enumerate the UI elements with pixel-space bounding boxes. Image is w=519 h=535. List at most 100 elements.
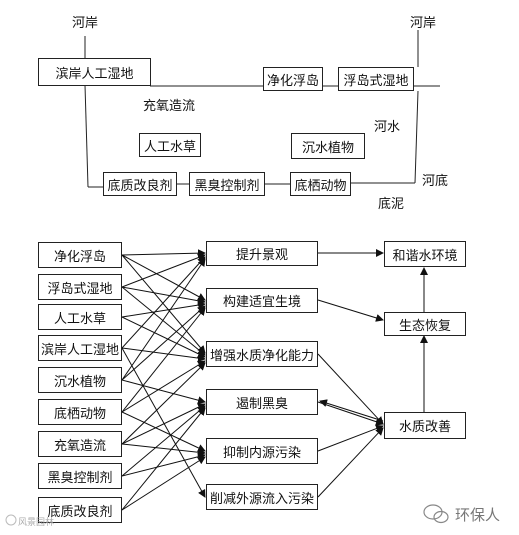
sediment-label: 底泥 (378, 197, 405, 212)
arrow-m1-e1 (121, 249, 206, 258)
outcome-label: 水质改善 (398, 420, 451, 435)
effect-box: 遏制黑臭 (206, 389, 318, 415)
effect-label: 削减外源流入污染 (209, 491, 314, 507)
arrow-m1-e3 (121, 254, 206, 354)
measure-label: 黑臭控制剂 (47, 470, 113, 486)
effect-box: 提升景观 (206, 241, 318, 266)
weibo-icon (5, 514, 17, 526)
top-box-label: 净化浮岛 (266, 73, 319, 89)
measure-box: 底质改良剂 (38, 497, 122, 523)
measure-effect-arrows (121, 249, 206, 511)
measure-box: 滨岸人工湿地 (38, 335, 122, 361)
arrow-m6-e5 (121, 411, 206, 452)
river-bottom-label: 河底 (422, 174, 449, 189)
effect-label: 抑制内源污染 (222, 445, 301, 461)
arrow-m4-e1 (121, 256, 206, 349)
measure-label: 底质改良剂 (47, 504, 113, 520)
watermark-text: 环保人 (455, 506, 501, 524)
arrow-m8-e4 (121, 405, 206, 477)
measure-box: 浮岛式湿地 (38, 274, 122, 300)
arrow-m7-e4 (121, 403, 206, 445)
effect-box: 增强水质净化能力 (206, 341, 318, 367)
arrow-m9-e5 (121, 456, 206, 511)
outcome-water-improve-box: 水质改善 (384, 412, 466, 439)
measure-box: 底栖动物 (38, 399, 122, 425)
effect-label: 遏制黑臭 (235, 396, 288, 412)
measure-label: 人工水草 (53, 311, 106, 327)
arrow-e6-water (317, 427, 384, 498)
effect-outcome-arrows (317, 249, 428, 498)
measure-label: 充氧造流 (53, 438, 106, 454)
top-box-floating-wetland: 浮岛式湿地 (338, 67, 414, 91)
bank-right-label: 河岸 (410, 16, 437, 31)
arrow-water-e4 (319, 399, 384, 422)
measure-label: 沉水植物 (53, 374, 106, 390)
arrow-e5-water (317, 424, 384, 452)
top-box-aeration: 充氧造流 (139, 92, 199, 116)
top-box-benthic-animals: 底栖动物 (290, 172, 351, 196)
arrow-e3-water (317, 353, 384, 425)
effect-box: 削减外源流入污染 (206, 484, 318, 510)
outcome-harmony-box: 和谐水环境 (384, 241, 466, 267)
arrow-m5-e1 (121, 258, 206, 381)
arrow-m1-e2 (121, 254, 206, 301)
measure-label: 滨岸人工湿地 (40, 342, 119, 358)
arrow-m2-e1 (121, 253, 206, 288)
effect-label: 增强水质净化能力 (209, 348, 314, 364)
wechat-icon (423, 504, 449, 524)
top-box-label: 浮岛式湿地 (343, 73, 409, 89)
arrow-m5-e4 (121, 379, 206, 405)
effect-box: 抑制内源污染 (206, 438, 318, 464)
right-slope-line (414, 90, 419, 184)
top-box-label: 底栖动物 (294, 178, 347, 194)
top-box-label: 沉水植物 (301, 140, 354, 156)
top-box-label: 人工水草 (143, 139, 196, 155)
effect-label: 构建适宜生境 (222, 295, 301, 310)
measure-label: 净化浮岛 (53, 249, 106, 265)
arrow-m9-e4 (121, 407, 206, 511)
arrow-m7-e3 (121, 362, 206, 445)
arrow-m2-e3 (121, 286, 206, 356)
top-box-riparian-wetland: 滨岸人工湿地 (38, 58, 151, 86)
arrow-m2-e2 (121, 286, 206, 305)
measure-box: 黑臭控制剂 (38, 463, 122, 489)
arrow-m8-e5 (121, 452, 206, 477)
top-box-label: 黑臭控制剂 (194, 178, 260, 194)
arrow-m5-e2 (121, 305, 206, 381)
arrow-m6-e2 (121, 307, 206, 413)
left-slope-line (84, 84, 89, 188)
arrow-m4-e6 (121, 347, 206, 498)
arrow-m4-e3 (121, 347, 206, 363)
top-box-odor-control: 黑臭控制剂 (189, 172, 265, 196)
bank-left-label: 河岸 (72, 16, 99, 31)
effect-box: 构建适宜生境 (206, 288, 318, 313)
top-box-submerged-plants: 沉水植物 (291, 133, 365, 159)
outcome-label: 生态恢复 (398, 318, 451, 334)
arrow-m7-e5 (121, 443, 206, 457)
arrow-m3-e2 (121, 301, 206, 318)
arrow-e2-eco (317, 299, 384, 322)
river-water-label: 河水 (374, 120, 401, 135)
arrow-e4-water (317, 401, 384, 426)
measure-box: 充氧造流 (38, 431, 122, 457)
outcome-label: 和谐水环境 (392, 248, 458, 264)
top-box-artificial-grass: 人工水草 (139, 133, 201, 157)
effect-label: 提升景观 (235, 248, 288, 263)
top-box-substrate-improver: 底质改良剂 (103, 172, 177, 196)
measure-box: 净化浮岛 (38, 242, 122, 268)
top-box-floating-island: 净化浮岛 (263, 67, 323, 91)
arrow-m6-e3 (121, 360, 206, 413)
top-box-label: 底质改良剂 (107, 178, 173, 194)
top-box-label: 充氧造流 (142, 98, 195, 114)
measure-box: 人工水草 (38, 304, 122, 330)
watermark-small-text: 风景园林 (18, 518, 55, 528)
outcome-eco-recovery-box: 生态恢复 (384, 312, 466, 336)
arrow-m3-e3 (121, 316, 206, 358)
measure-box: 沉水植物 (38, 367, 122, 393)
top-box-label: 滨岸人工湿地 (55, 66, 134, 82)
river-cross-section (84, 30, 440, 188)
measure-label: 浮岛式湿地 (47, 281, 113, 297)
measure-label: 底栖动物 (53, 406, 106, 422)
